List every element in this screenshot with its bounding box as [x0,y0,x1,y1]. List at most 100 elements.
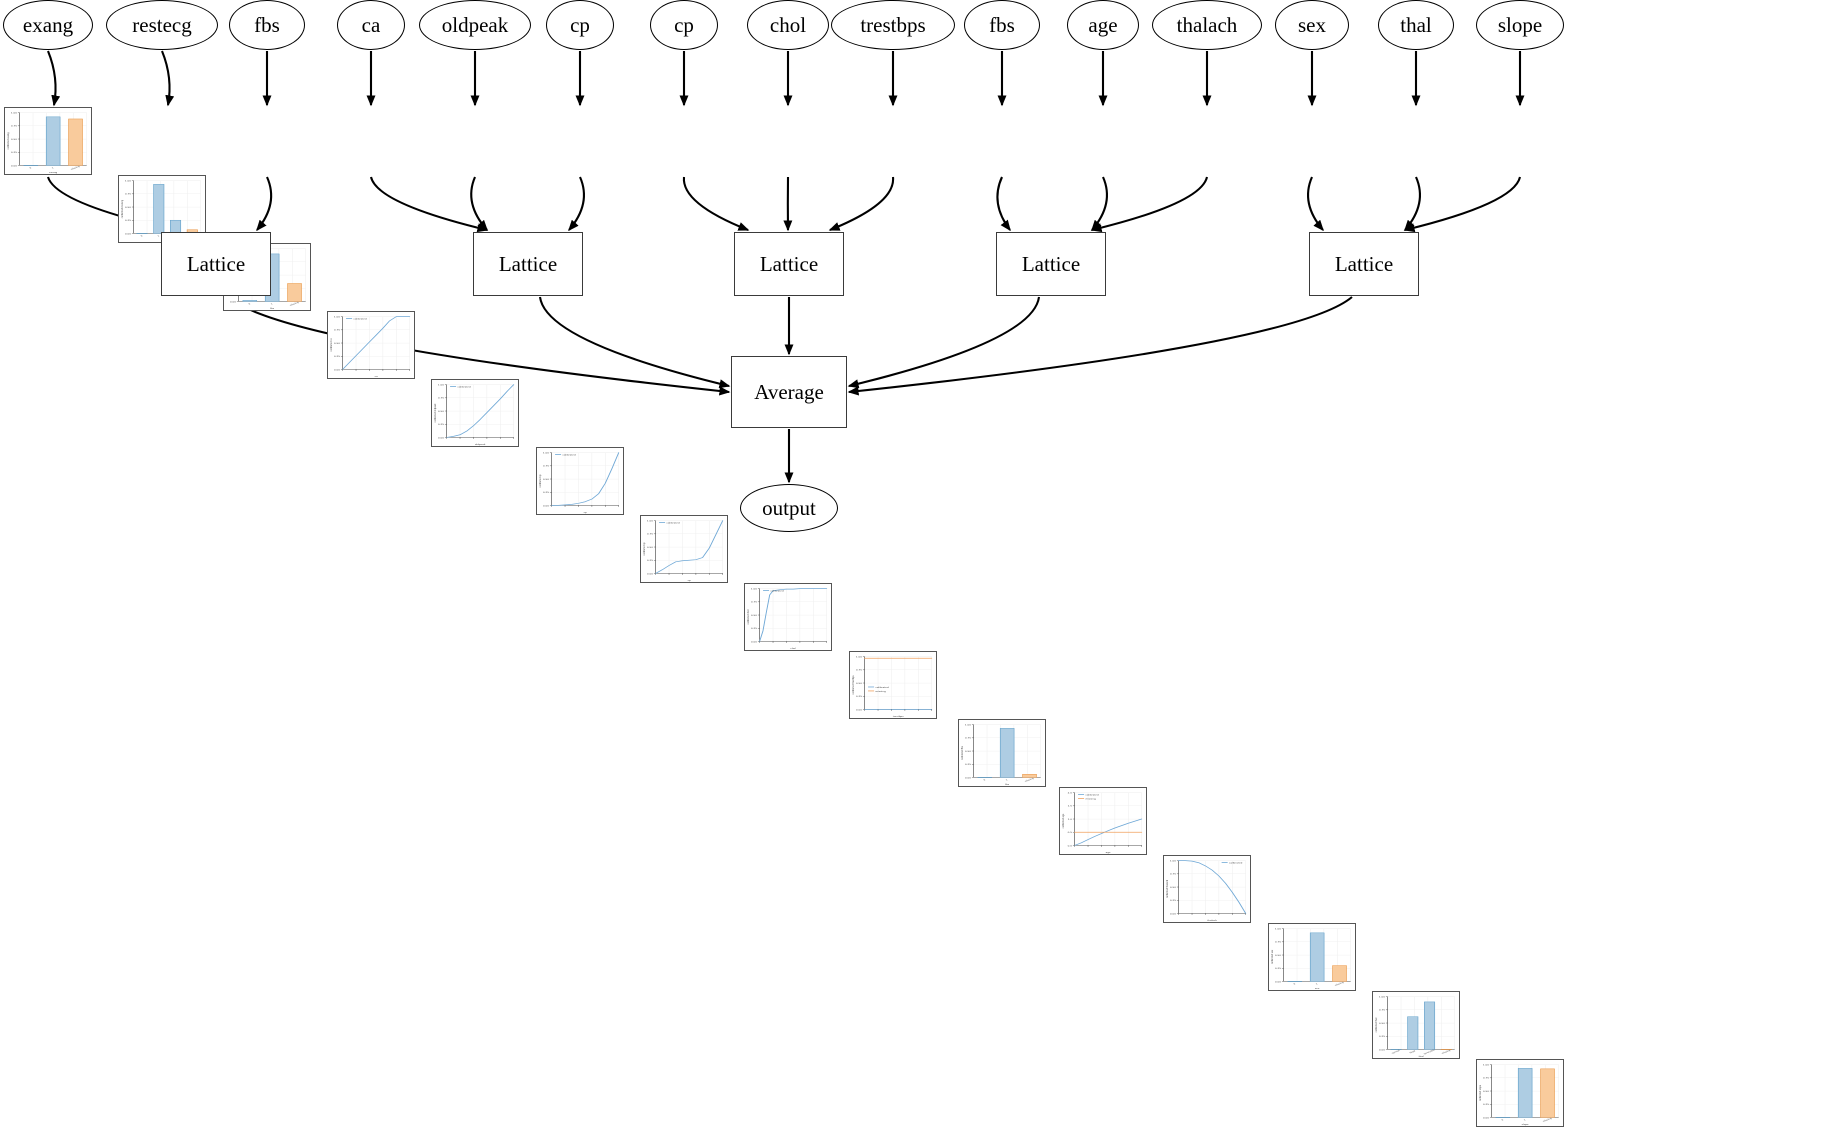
svg-text:0.00: 0.00 [1275,981,1282,984]
svg-text:0.50: 0.50 [856,682,863,685]
calibration-plot-canvas: 2.01.51.00.50.0calibratedmissingcalibrat… [1060,788,1146,854]
svg-text:0.00: 0.00 [1379,1049,1386,1052]
svg-text:1: 1 [1315,982,1319,985]
feature-node-label: thal [1400,15,1432,36]
feature-node-cp: cp [650,0,718,50]
svg-text:missing: missing [1085,798,1096,801]
plot-y-axis-label: calibrated cp [643,542,646,556]
calibration-plot-canvas: 1.000.750.500.250.00calibratedcalibrated… [328,312,414,378]
svg-text:0.0: 0.0 [1068,845,1073,848]
plot-x-axis-label: thal [1419,1055,1424,1058]
svg-text:0: 0 [983,778,987,781]
plot-y-axis-label: calibrated thalach [1166,879,1169,898]
feature-node-label: age [1088,15,1117,36]
feature-node-age: age [1067,0,1139,50]
feature-node-sex: sex [1275,0,1349,50]
lattice-node-3: Lattice [996,232,1106,296]
svg-text:0.25: 0.25 [1379,1035,1386,1038]
svg-text:0.00: 0.00 [334,369,341,372]
plot-x-axis-label: cp [688,579,692,582]
plot-y-axis-label: calibrated restecg [121,199,124,218]
svg-text:0.00: 0.00 [1170,913,1177,916]
feature-node-label: chol [770,15,806,36]
svg-text:0.75: 0.75 [1275,941,1282,944]
svg-text:0.75: 0.75 [1379,1009,1386,1012]
svg-text:0.75: 0.75 [1170,873,1177,876]
svg-text:calibrated: calibrated [1085,794,1099,797]
svg-text:0: 0 [29,166,33,169]
svg-text:0: 0 [1501,1118,1505,1121]
svg-text:1.00: 1.00 [965,724,972,727]
svg-text:0.75: 0.75 [1483,1077,1490,1080]
svg-text:0.00: 0.00 [751,641,758,644]
svg-text:1.5: 1.5 [1068,805,1073,808]
svg-text:calibrated: calibrated [875,686,889,689]
calibration-plot-canvas: 1.000.750.500.250.00calibratedmissingcal… [850,652,936,718]
feature-node-thalach: thalach [1152,0,1262,50]
calibration-plot-canvas: 1.000.750.500.250.00calibratedcalibrated… [432,380,518,446]
svg-text:0.50: 0.50 [1483,1090,1490,1093]
svg-text:calibrated: calibrated [666,522,680,525]
svg-text:2.0: 2.0 [1068,792,1073,795]
feature-node-exang: exang [3,0,93,50]
svg-text:1.0: 1.0 [1068,818,1073,821]
plot-y-axis-label: calibrated ca [330,338,333,352]
lattice-node-label: Lattice [187,254,245,275]
calibration-plot-canvas: 1.000.750.500.250.00calibratedcalibrated… [1164,856,1250,922]
plot-x-axis-label: exang [49,171,58,174]
svg-text:0.00: 0.00 [230,301,237,304]
svg-text:calibrated: calibrated [457,386,471,389]
plot-y-axis-label: calibrated oldpeak [434,403,437,422]
svg-text:0.25: 0.25 [856,695,863,698]
plot-x-axis-label: oldpeak [475,443,486,446]
svg-text:0.50: 0.50 [1275,954,1282,957]
lattice-node-label: Lattice [760,254,818,275]
svg-text:0.50: 0.50 [125,206,132,209]
svg-text:0.25: 0.25 [965,763,972,766]
svg-text:calibrated: calibrated [1229,862,1243,865]
svg-text:0.50: 0.50 [438,410,445,413]
feature-node-fbs: fbs [229,0,305,50]
svg-text:0.25: 0.25 [751,627,758,630]
feature-node-restecg: restecg [106,0,218,50]
plot-y-axis-label: calibrated age [1062,813,1065,828]
plot-x-axis-label: trestbps [893,715,905,718]
svg-text:0.75: 0.75 [334,329,341,332]
plot-x-axis-label: slope [1522,1123,1530,1126]
svg-text:1.00: 1.00 [543,452,550,455]
plot-y-axis-label: calibrated trestbps [852,675,855,695]
lattice-node-0: Lattice [161,232,271,296]
svg-text:1: 1 [51,166,55,169]
svg-text:missing: missing [1542,1117,1553,1123]
feature-node-oldpeak: oldpeak [419,0,531,50]
svg-text:calibrated: calibrated [562,454,576,457]
plot-y-axis-label: calibrated chol [747,609,750,624]
lattice-node-2: Lattice [734,232,844,296]
plot-x-axis-label: thalach [1207,919,1217,922]
plot-x-axis-label: fbs [1005,783,1010,786]
svg-text:1.00: 1.00 [125,180,132,183]
feature-node-label: trestbps [860,15,925,36]
feature-node-label: oldpeak [442,15,508,36]
svg-text:1: 1 [1005,778,1009,781]
lattice-node-4: Lattice [1309,232,1419,296]
svg-text:0.25: 0.25 [543,491,550,494]
svg-text:0.00: 0.00 [125,233,132,236]
svg-text:1.00: 1.00 [1170,860,1177,863]
average-node-label: Average [754,382,824,403]
plot-x-axis-label: sex [1315,987,1320,990]
feature-node-label: cp [570,15,590,36]
svg-text:0.50: 0.50 [1379,1022,1386,1025]
lattice-node-label: Lattice [1335,254,1393,275]
calibration-plot-canvas: 1.000.750.500.250.00calibratedcalibrated… [641,516,727,582]
